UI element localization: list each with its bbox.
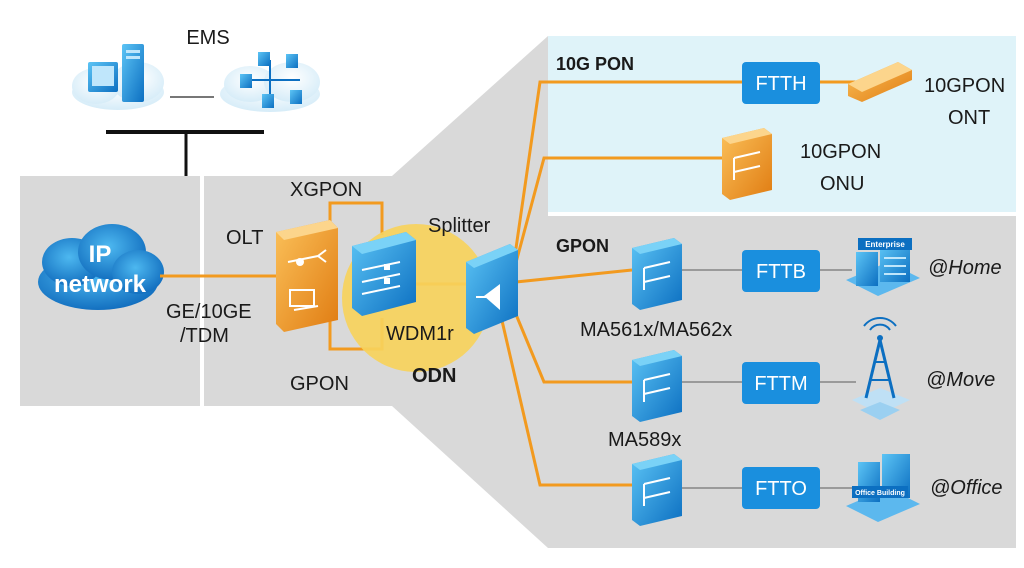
cell-tower-icon	[852, 317, 910, 420]
ems-network-icon	[220, 52, 320, 112]
enterprise-sign: Enterprise	[865, 240, 905, 249]
tenG-onu-label-2: ONU	[820, 173, 864, 195]
fttm-box	[742, 362, 820, 404]
tenG-onu-icon	[722, 128, 772, 200]
fiber-to-ma-office	[498, 311, 634, 487]
tenG-onu-label-1: 10GPON	[800, 141, 881, 163]
fiber-to-onu	[512, 156, 724, 271]
tenG-ont-label-1: 10GPON	[924, 75, 1005, 97]
ftth-label: FTTH	[755, 73, 806, 95]
ems-server-icon	[72, 44, 164, 110]
move-label: @Move	[926, 369, 995, 391]
tenG-pon-title: 10G PON	[556, 54, 634, 74]
enterprise-building-icon: Enterprise	[846, 238, 920, 296]
tenG-ont-label-2: ONT	[948, 107, 990, 129]
splitter-label: Splitter	[428, 215, 491, 237]
wdm-label: WDM1r	[386, 323, 454, 345]
ems-group: EMS	[72, 27, 320, 176]
office-building-sign: Office Building	[855, 490, 905, 497]
xgpon-label: XGPON	[290, 179, 362, 201]
ftto-box	[742, 467, 820, 509]
ftth-box	[742, 62, 820, 104]
fttb-label: FTTB	[756, 261, 806, 283]
odn-label: ODN	[412, 365, 456, 387]
ma589-device-icon	[632, 350, 682, 422]
gpon-olt-label: GPON	[290, 373, 349, 395]
office-onu-device-icon	[632, 454, 682, 526]
office-label: @Office	[930, 477, 1003, 499]
ma561-label: MA561x/MA562x	[580, 319, 732, 341]
wdm-device-icon	[352, 232, 416, 316]
fiber-to-ftth	[512, 80, 760, 263]
splitter-icon	[466, 244, 518, 334]
fttb-box	[742, 250, 820, 292]
home-label: @Home	[928, 257, 1002, 279]
fttm-label: FTTM	[754, 373, 807, 395]
copper-links	[680, 269, 856, 489]
fiber-to-ma561	[515, 268, 633, 284]
ip-network-label-2: network	[54, 271, 147, 298]
ip-network-cloud-icon: IP network	[38, 224, 164, 310]
gpon-title: GPON	[556, 236, 609, 256]
xgpon-fiber	[328, 201, 384, 235]
ftto-label: FTTO	[755, 478, 807, 500]
olt-device-icon	[276, 220, 338, 332]
fiber-to-ma589	[508, 299, 634, 384]
ems-label: EMS	[186, 27, 229, 49]
ma561-device-icon	[632, 238, 682, 310]
tenG-ont-icon	[848, 62, 912, 102]
ma589-label: MA589x	[608, 429, 681, 451]
ge-label-1: GE/10GE	[166, 301, 252, 323]
ge-label-2: /TDM	[180, 325, 229, 347]
office-building-icon: Office Building	[846, 454, 920, 522]
ip-network-label-1: IP	[89, 241, 112, 268]
olt-label: OLT	[226, 227, 263, 249]
